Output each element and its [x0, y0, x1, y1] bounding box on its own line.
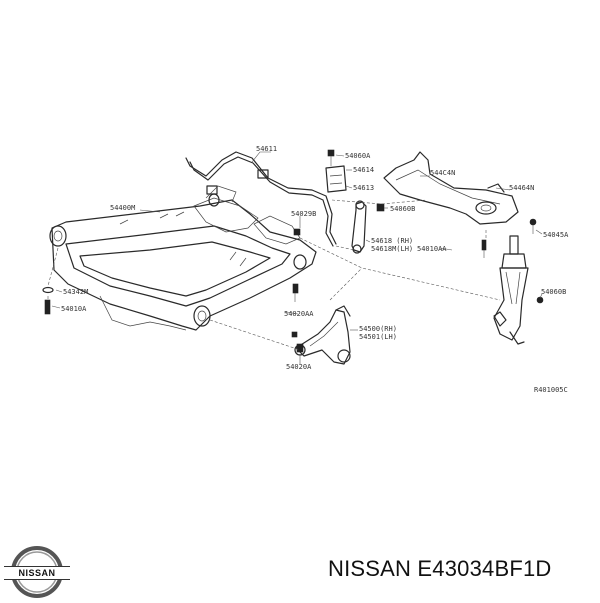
label-54618-rh: 54618 (RH) — [371, 237, 413, 245]
label-54020aa: 54020AA — [284, 310, 314, 318]
label-54611: 54611 — [256, 145, 277, 153]
part-number-caption: NISSAN E43034BF1D — [328, 556, 552, 581]
label-54010a: 54010A — [61, 305, 87, 313]
strut-assembly — [493, 218, 544, 345]
label-54060b-low: 54060B — [541, 288, 566, 296]
label-54060b-top: 54060B — [390, 205, 415, 213]
label-54045a: 54045A — [543, 231, 569, 239]
label-54464n: 54464N — [509, 184, 534, 192]
label-54500-rh: 54500(RH) — [359, 325, 397, 333]
upper-member — [383, 151, 519, 225]
part-labels: 54611 54060A 54614 54613 544C4N 54464N 5… — [61, 145, 569, 394]
stabilizer-bushing-bracket — [325, 149, 347, 193]
label-54614: 54614 — [353, 166, 374, 174]
label-54501-lh: 54501(LH) — [359, 333, 397, 341]
label-544c4n: 544C4N — [430, 169, 455, 177]
label-54029b: 54029B — [291, 210, 316, 218]
label-54618m-lh: 54618M(LH) — [371, 245, 413, 253]
stabilizer-link-rod — [351, 200, 385, 254]
label-54020a: 54020A — [286, 363, 312, 371]
label-54060a: 54060A — [345, 152, 371, 160]
label-54613: 54613 — [353, 184, 374, 192]
front-subframe — [49, 185, 317, 331]
label-54010aa: 54010AA — [417, 245, 447, 253]
fasteners — [42, 228, 487, 353]
logo-wordmark: NISSAN — [4, 566, 70, 580]
diagram-reference-code: R401005C — [534, 386, 568, 394]
label-54400m: 54400M — [110, 204, 135, 212]
assembly-lines — [47, 199, 501, 351]
label-54342m: 54342M — [63, 288, 88, 296]
nissan-logo: NISSAN — [4, 545, 70, 599]
leader-lines — [51, 151, 543, 364]
